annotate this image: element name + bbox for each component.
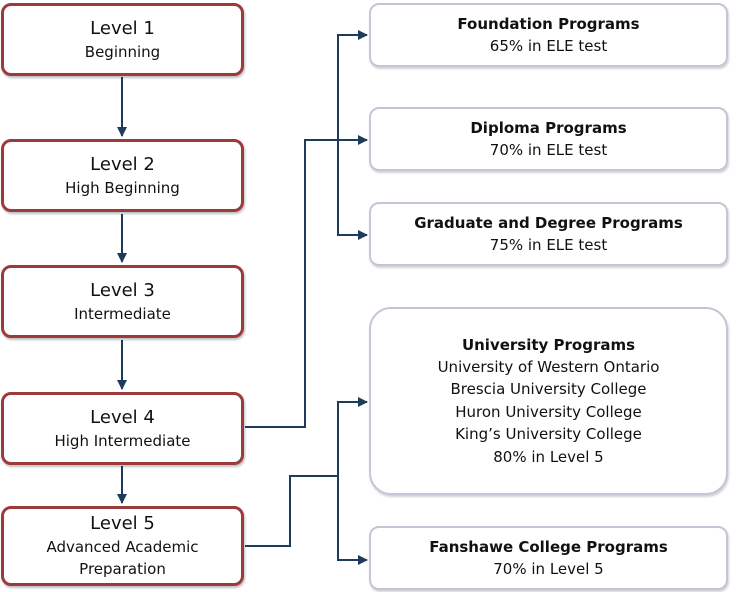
level-subtitle: Intermediate (74, 304, 171, 323)
graduate-degree-programs-box: Graduate and Degree Programs 75% in ELE … (369, 202, 728, 266)
university-programs-box: University Programs University of Wester… (369, 307, 728, 495)
level-title: Level 1 (90, 17, 155, 39)
level-subtitle: High Beginning (65, 178, 180, 197)
program-requirement: 80% in Level 5 (493, 447, 604, 466)
program-requirement: 70% in ELE test (489, 140, 608, 159)
connector-level5-trunk (245, 475, 338, 547)
program-line: University of Western Ontario (437, 357, 660, 376)
program-title: Fanshawe College Programs (429, 537, 668, 556)
fanshawe-college-programs-box: Fanshawe College Programs 70% in Level 5 (369, 526, 728, 590)
level-1-box: Level 1 Beginning (1, 3, 244, 76)
level-subtitle: Preparation (79, 560, 166, 578)
level-5-box: Level 5 Advanced Academic Preparation (1, 506, 244, 586)
level-4-box: Level 4 High Intermediate (1, 392, 244, 465)
foundation-programs-box: Foundation Programs 65% in ELE test (369, 3, 728, 67)
program-title: University Programs (461, 335, 636, 354)
program-title: Diploma Programs (470, 118, 627, 137)
level-title: Level 2 (90, 153, 155, 175)
connector-to-graduate (337, 140, 368, 240)
program-requirement: 75% in ELE test (489, 235, 608, 254)
level-subtitle: Beginning (84, 42, 161, 61)
level-title: Level 5 (90, 513, 155, 534)
program-title: Foundation Programs (457, 14, 640, 33)
connector-to-fanshawe (337, 476, 368, 565)
program-line: King’s University College (455, 425, 642, 444)
program-line: Huron University College (455, 402, 642, 421)
connector-to-university (337, 397, 368, 476)
program-requirement: 65% in ELE test (489, 36, 608, 55)
diploma-programs-box: Diploma Programs 70% in ELE test (369, 107, 728, 171)
level-title: Level 4 (90, 406, 155, 428)
level-subtitle: High Intermediate (54, 431, 191, 450)
program-requirement: 70% in Level 5 (493, 559, 604, 578)
level-title: Level 3 (90, 279, 155, 301)
level-2-box: Level 2 High Beginning (1, 139, 244, 212)
level-3-box: Level 3 Intermediate (1, 265, 244, 338)
connector-level4-trunk (245, 139, 338, 428)
connector-to-foundation (337, 30, 368, 140)
level-subtitle: Advanced Academic (46, 538, 199, 556)
program-title: Graduate and Degree Programs (414, 213, 683, 232)
program-line: Brescia University College (450, 380, 647, 399)
